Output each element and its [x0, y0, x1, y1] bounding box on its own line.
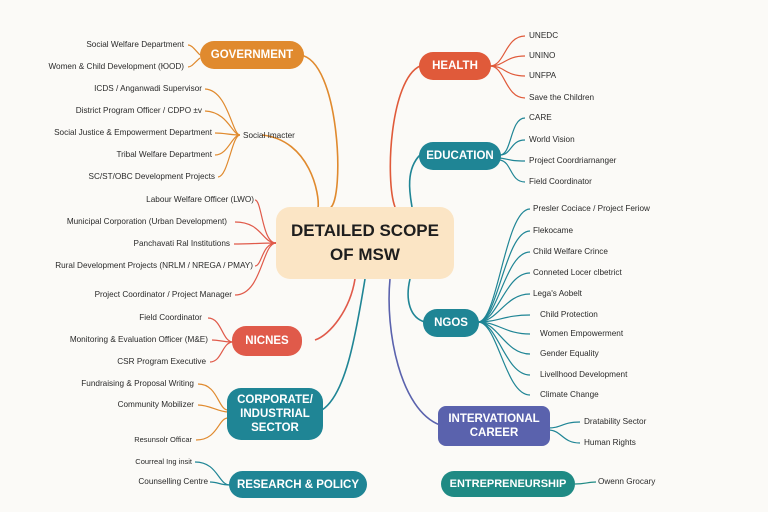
hub-ngos[interactable]: NGOS	[423, 309, 479, 337]
social-item-2: District Program Officer / CDPO ±v	[75, 106, 202, 115]
hub-education[interactable]: EDUCATION	[419, 142, 501, 170]
social-item-5: SC/ST/OBC Development Projects	[88, 172, 216, 181]
central-title-line-2: OF MSW	[330, 245, 400, 264]
local-item-1: Labour Welfare Officer (LWO)	[146, 195, 254, 204]
ngo-item-3: Child Welfare Crince	[533, 247, 608, 256]
health-item-3: UNFPA	[529, 71, 557, 80]
nicnes-item-1: Field Coordinator	[139, 313, 202, 322]
hub-corporate-line-2: INDUSTRIAL	[240, 408, 310, 420]
local-item-3: Panchavati Ral Institutions	[133, 239, 230, 248]
social-sector-label: Social Imacter	[243, 131, 295, 140]
nicnes-item-2: Monitoring & Evaluation Officer (M&E)	[69, 335, 208, 344]
education-item-4: Field Coordinator	[529, 177, 592, 186]
education-item-3: Project Coordriarnanger	[529, 156, 617, 165]
hub-research-policy[interactable]: RESEARCH & POLICY	[229, 471, 367, 498]
social-item-1: ICDS / Anganwadi Supervisor	[94, 84, 202, 93]
social-item-3: Social Justice & Empowerment Department	[54, 128, 212, 137]
local-item-5: Project Coordinator / Project Manager	[94, 290, 232, 299]
hub-international-line-2: CAREER	[469, 427, 519, 439]
government-item-1: Social Welfare Department	[86, 40, 184, 49]
hub-corporate[interactable]: CORPORATE/ INDUSTRIAL SECTOR	[227, 388, 323, 440]
ngo-item-5: Lega's Aobelt	[533, 289, 582, 298]
ngo-item-8: Gender Equality	[540, 349, 599, 358]
health-item-2: UNINO	[529, 51, 556, 60]
hub-health[interactable]: HEALTH	[419, 52, 491, 80]
local-item-4: Rural Development Projects (NRLM / NREGA…	[55, 261, 253, 270]
corporate-extra: Resunsolr Officar	[134, 435, 192, 444]
ngo-item-4: Conneted Locer clbetrict	[533, 268, 622, 277]
international-item-2: Human Rights	[584, 438, 636, 447]
education-item-2: World Vision	[529, 135, 575, 144]
corporate-item-2: Community Mobilizer	[117, 400, 194, 409]
research-item-1: Courreal Ing insit	[135, 457, 192, 466]
ngo-item-6: Child Protection	[540, 310, 598, 319]
ngo-item-10: Climate Change	[540, 390, 599, 399]
health-item-4: Save the Children	[529, 93, 595, 102]
government-item-2: Women & Child Development (ЮOD)	[48, 62, 184, 71]
central-topic: DETAILED SCOPE OF MSW	[276, 207, 454, 279]
central-title-line-1: DETAILED SCOPE	[291, 221, 439, 240]
hub-corporate-line-3: SECTOR	[251, 422, 299, 434]
hub-corporate-line-1: CORPORATE/	[237, 394, 313, 406]
education-item-1: CARE	[529, 113, 552, 122]
hub-nicnes[interactable]: NICNES	[232, 326, 302, 356]
health-item-1: UNEDC	[529, 31, 559, 40]
ngo-item-7: Women Empowerment	[540, 329, 624, 338]
research-item-2: Counselling Centre	[138, 477, 208, 486]
corporate-item-1: Fundraising & Proposal Writing	[81, 379, 194, 388]
entrepreneurship-item-1: Owenn Grocary	[598, 477, 656, 486]
ngo-item-2: Flekocame	[533, 226, 574, 235]
hub-international-career[interactable]: INTERVATIONAL CAREER	[438, 406, 550, 446]
hub-international-line-1: INTERVATIONAL	[448, 413, 540, 425]
local-item-2: Municipal Corporation (Urban Development…	[66, 217, 227, 226]
international-item-1: Dratability Sector	[584, 417, 647, 426]
ngo-item-1: Presler Cociace / Project Feriow	[533, 204, 650, 213]
social-item-4: Tribal Welfare Department	[116, 150, 212, 159]
nicnes-item-3: CSR Program Executive	[117, 357, 206, 366]
hub-entrepreneurship[interactable]: ENTREPRENEURSHIP	[441, 471, 575, 497]
ngo-item-9: Livellhood Development	[540, 370, 628, 379]
hub-government[interactable]: GOVERNMENT	[200, 41, 304, 69]
